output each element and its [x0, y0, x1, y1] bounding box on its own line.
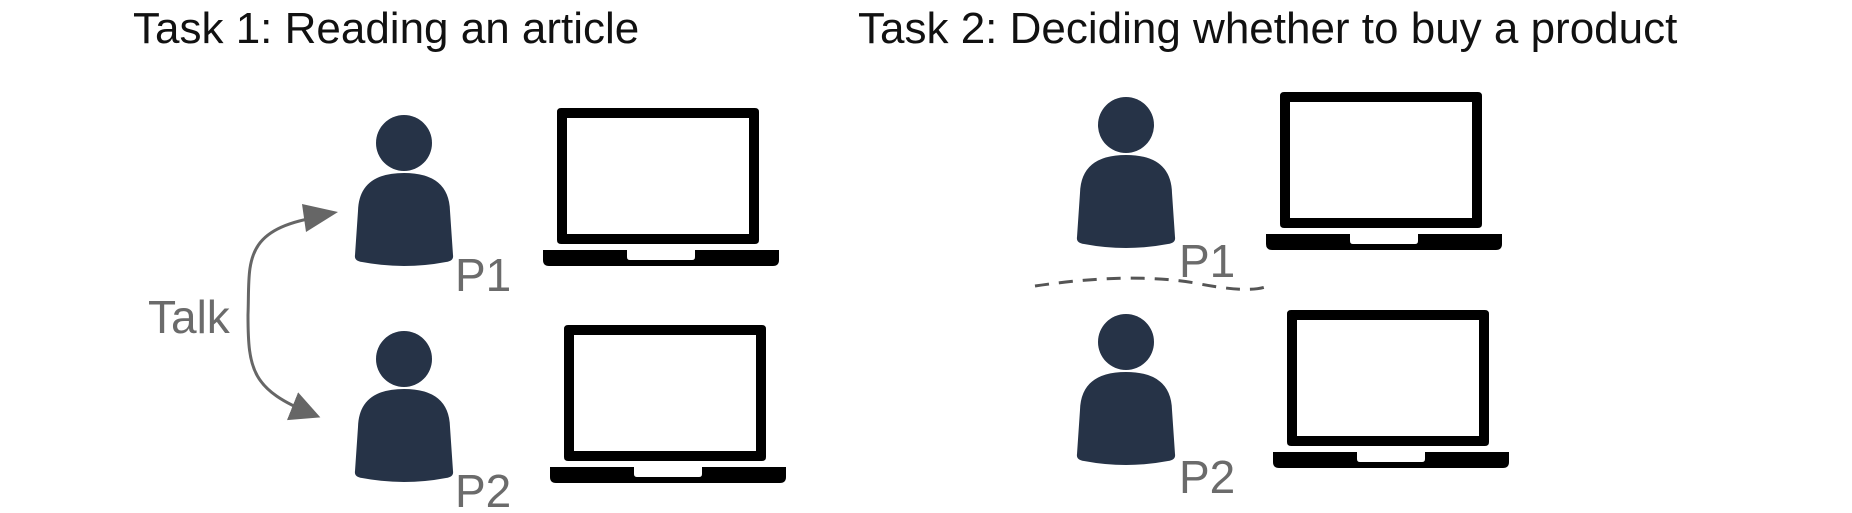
- talk-arrowhead-top: [302, 204, 338, 232]
- laptop-icon: [1266, 92, 1502, 250]
- person-icon: [354, 331, 454, 482]
- person-icon: [1076, 314, 1176, 465]
- person-icon: [354, 115, 454, 266]
- talk-label: Talk: [148, 291, 231, 343]
- task1-title: Task 1: Reading an article: [133, 4, 639, 53]
- task2-p2-label: P2: [1179, 451, 1235, 503]
- task1-panel: Task 1: Reading an article P1 P2 Talk: [133, 4, 786, 513]
- task1-p1-label: P1: [455, 249, 511, 301]
- separator-dashed-line: [1034, 276, 1269, 291]
- task2-panel: Task 2: Deciding whether to buy a produc…: [858, 4, 1677, 503]
- task2-p1-label: P1: [1179, 235, 1235, 287]
- talk-curved-arrow: [246, 214, 326, 421]
- task1-p2-label: P2: [455, 465, 511, 513]
- task2-title: Task 2: Deciding whether to buy a produc…: [858, 4, 1677, 53]
- laptop-icon: [550, 325, 786, 483]
- laptop-icon: [543, 108, 779, 266]
- laptop-icon: [1273, 310, 1509, 468]
- person-icon: [1076, 97, 1176, 248]
